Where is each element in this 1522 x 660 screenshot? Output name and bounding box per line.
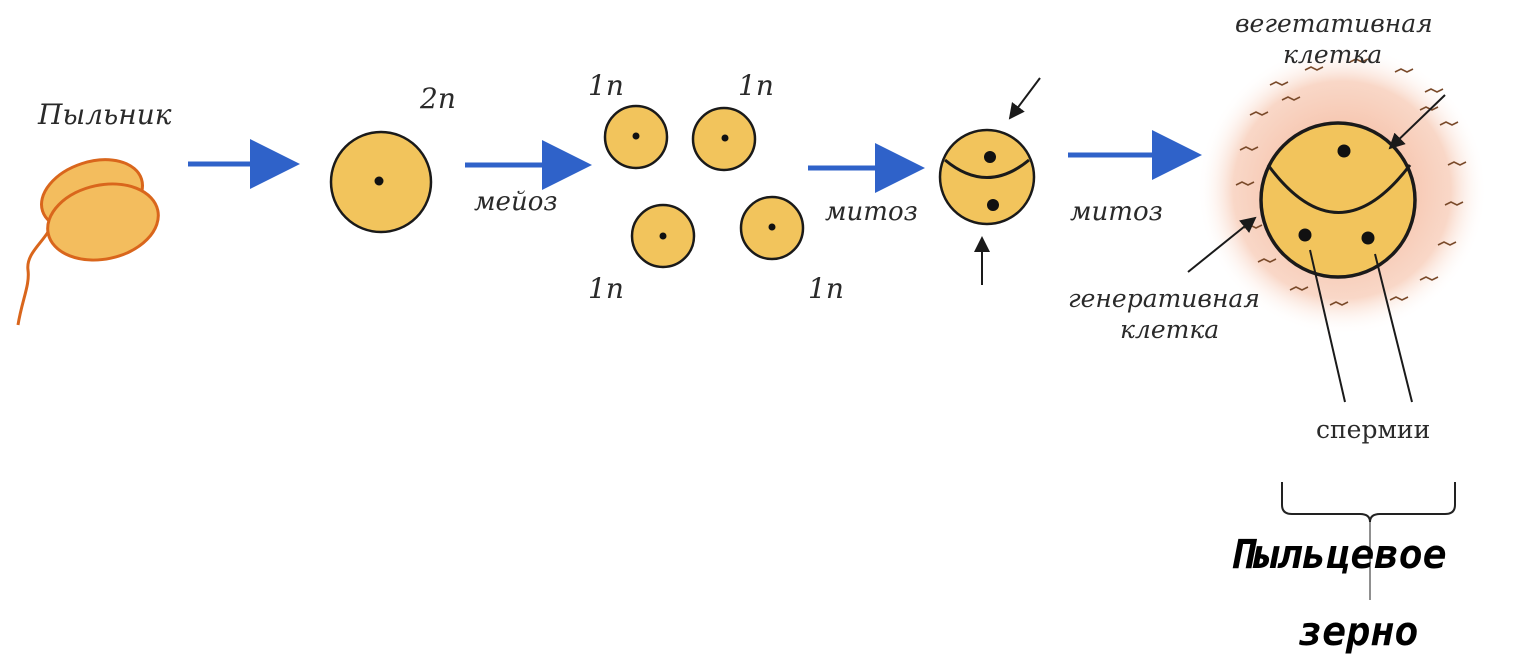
vegetative-cell-label: вегетативная: [1235, 9, 1433, 38]
sperm-nucleus: [1361, 231, 1375, 245]
microspore-tetrad: [603, 104, 805, 269]
mitosis-label: митоз: [825, 197, 918, 227]
pointer-line: [1374, 253, 1413, 403]
pointer-line: [1309, 249, 1346, 403]
vegetative-cell-label: клетка: [1283, 40, 1382, 69]
pointer-arrow: [1008, 77, 1041, 120]
pollen-grain-title: зерно: [1298, 609, 1418, 655]
ploidy-1n-label: 1n: [738, 69, 774, 102]
ploidy-1n-label: 1n: [588, 272, 624, 305]
meiosis-label: мейоз: [474, 187, 558, 217]
sperm-label: спермии: [1316, 415, 1430, 444]
ploidy-1n-label: 1n: [808, 272, 844, 305]
microspore: [603, 104, 669, 170]
binucleate-cell: [938, 128, 1036, 226]
microspore: [630, 203, 696, 269]
brace: [1281, 482, 1456, 523]
mother-cell: [329, 130, 433, 234]
generative-cell-label: генеративная: [1068, 284, 1260, 313]
anther-label: Пыльник: [37, 98, 172, 131]
pollen-grain: [1197, 45, 1487, 335]
pointer-arrow: [1388, 94, 1446, 150]
pollen-grain-title: Пыльцевое: [1230, 532, 1447, 578]
microspore: [739, 195, 805, 261]
mitosis-label: митоз: [1070, 197, 1163, 227]
vegetative-nucleus: [1337, 144, 1351, 158]
generative-cell-label: клетка: [1120, 315, 1219, 344]
pollen-wall-texture: [1235, 58, 1467, 306]
sperm-nucleus: [1298, 228, 1312, 242]
ploidy-2n-label: 2n: [419, 82, 456, 115]
anther-illustration: [16, 158, 160, 326]
pointer-arrow: [1187, 216, 1257, 273]
ploidy-1n-label: 1n: [588, 69, 624, 102]
microspore: [691, 106, 757, 172]
